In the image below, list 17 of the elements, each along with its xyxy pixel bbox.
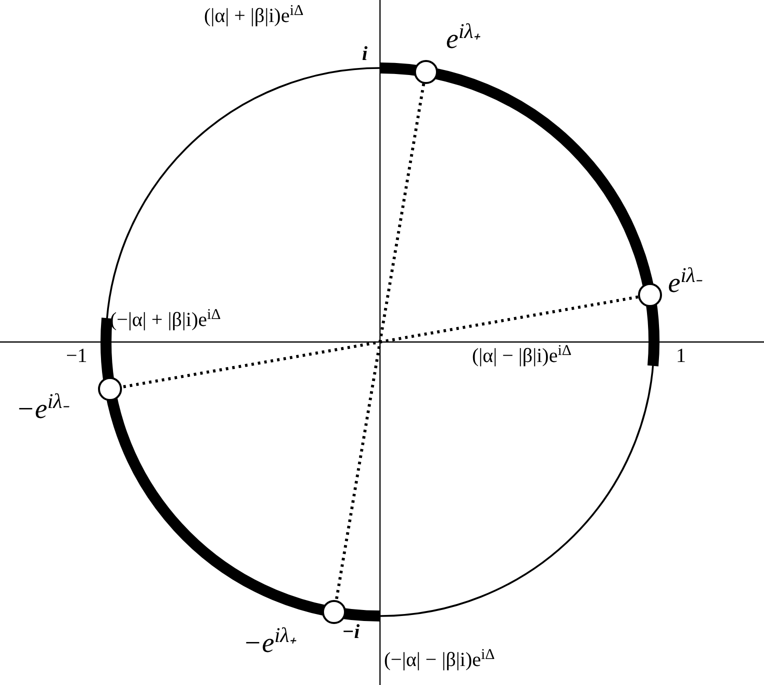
axis-value-label: i [362, 42, 368, 67]
axis-value-label: −i [342, 620, 360, 645]
point-marker [414, 60, 438, 84]
point-marker [98, 377, 122, 402]
point-label: −e$^{iλ₋}$ [16, 392, 70, 427]
axis-value-label: −1 [66, 344, 88, 369]
point-label: e$^{iλ₋}$ [668, 266, 702, 301]
axis-value-label: (|α| − |β|i)e$^{iΔ}$ [472, 344, 572, 369]
point-label: e$^{iλ₊}$ [446, 22, 480, 57]
point-label: −e$^{iλ₊}$ [243, 626, 296, 661]
axis-value-label: 1 [676, 344, 686, 369]
axis-value-label: (−|α| − |β|i)e$^{iΔ}$ [384, 648, 495, 673]
axis-value-label: (|α| + |β|i)e$^{iΔ}$ [204, 4, 304, 29]
dotted-line [334, 83, 426, 601]
dotted-line [122, 295, 638, 389]
point-marker [638, 282, 662, 307]
point-marker [322, 600, 346, 624]
